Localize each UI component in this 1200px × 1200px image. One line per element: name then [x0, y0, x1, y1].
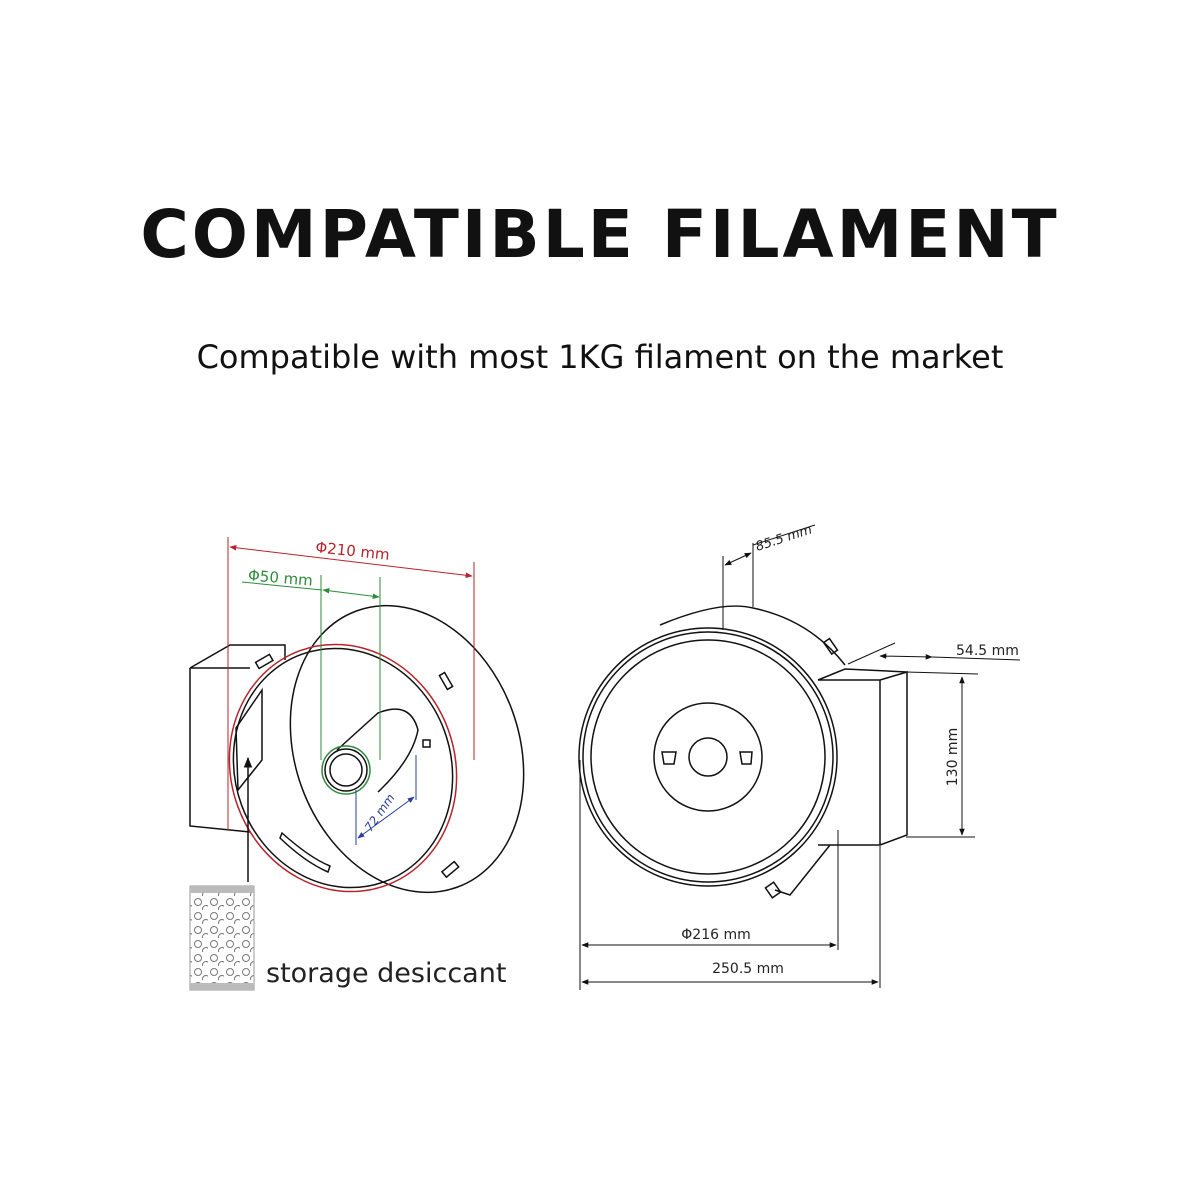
back-disc: [289, 604, 525, 894]
front-ring-red: [228, 643, 458, 893]
left-dryer-drawing: [189, 604, 525, 894]
side-box: [817, 668, 908, 846]
dim-depth-label: 85.5 mm: [754, 523, 814, 555]
dim-hub-line: [322, 588, 380, 599]
hub-cylinder: [336, 708, 419, 793]
dim-total-width-label: 250.5 mm: [712, 961, 784, 977]
dim-box-height-label: 130 mm: [945, 728, 961, 786]
dim-box-depth-label: 54.5 mm: [956, 643, 1019, 659]
window-slot: [235, 687, 263, 793]
dim-hub-label: Φ50 mm: [247, 566, 313, 590]
dim-diameter-label: Φ216 mm: [681, 927, 750, 943]
right-dimensions: [579, 524, 1021, 990]
desiccant-label: storage desiccant: [266, 958, 506, 989]
hub-ring: [653, 702, 763, 812]
dim-width-line: [357, 796, 415, 839]
right-dryer-drawing: [578, 605, 908, 899]
page-title: COMPATIBLE FILAMENT: [140, 196, 1060, 273]
side-box: [189, 644, 286, 833]
dim-outer-line: [229, 544, 473, 579]
dim-outer-label: Φ210 mm: [315, 538, 391, 564]
left-dimensions: [227, 537, 475, 882]
desiccant-icon: [189, 885, 255, 991]
page-subtitle: Compatible with most 1KG filament on the…: [196, 338, 1004, 376]
hub-hole: [688, 737, 728, 777]
